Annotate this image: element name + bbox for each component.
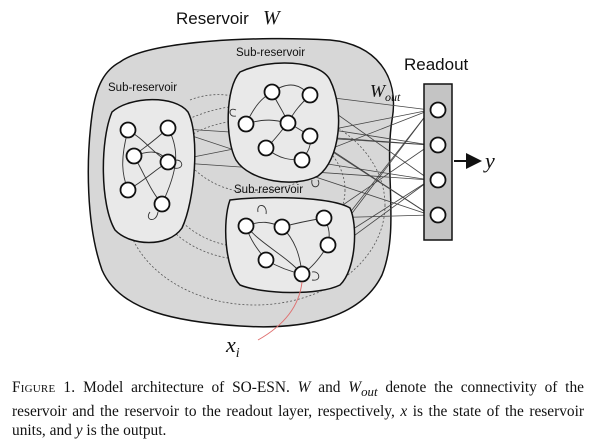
readout-node-2	[429, 136, 447, 154]
reservoir-title: Reservoir	[176, 9, 249, 28]
node-left-2	[159, 119, 177, 137]
caption-y: y	[75, 422, 83, 440]
node-top-7	[293, 151, 311, 169]
reservoir-title-symbol: W	[263, 7, 282, 29]
node-bottom-3	[315, 209, 333, 227]
node-left-6	[153, 195, 171, 213]
readout-node-1	[429, 101, 447, 119]
caption-x: x	[400, 403, 408, 421]
caption-figure-label: Figure 1.	[12, 379, 76, 396]
node-bottom-1	[237, 217, 255, 235]
sub-reservoir-top-label: Sub-reservoir	[236, 47, 305, 59]
reservoir-nodes	[119, 83, 337, 283]
node-bottom-2	[273, 218, 291, 236]
w-out-base: W	[370, 81, 387, 101]
sub-reservoir-left-blob	[102, 98, 196, 244]
internal-connections	[122, 84, 330, 281]
caption-t5: is the output.	[86, 422, 167, 440]
caption-w: W	[297, 379, 311, 396]
output-symbol: y	[483, 148, 495, 173]
w-out-label: Wout	[370, 81, 401, 104]
input-sub: i	[236, 346, 240, 361]
input-base: x	[225, 332, 236, 357]
links-bottom	[245, 217, 330, 275]
node-top-2	[301, 86, 319, 104]
node-top-3	[237, 115, 255, 133]
caption-w-out: Wout	[348, 379, 378, 400]
sub-reservoir-bottom-label: Sub-reservoir	[234, 184, 303, 196]
node-bottom-4	[319, 236, 337, 254]
node-top-4	[279, 114, 297, 132]
node-top-1	[263, 83, 281, 101]
node-bottom-5	[257, 251, 275, 269]
caption-t2: and	[318, 379, 341, 396]
w-out-sub: out	[385, 90, 401, 104]
node-top-6	[257, 139, 275, 157]
input-symbol: xi	[225, 332, 240, 361]
node-left-5	[119, 181, 137, 199]
node-bottom-6	[293, 265, 311, 283]
node-top-5	[301, 127, 319, 145]
figure-caption: Figure 1. Model architecture of SO-ESN. …	[12, 378, 584, 440]
caption-t1: Model architecture of SO-ESN.	[83, 379, 290, 396]
self-loops	[147, 108, 320, 281]
caption-w-out-base: W	[348, 379, 362, 396]
sub-reservoir-left-label: Sub-reservoir	[108, 82, 177, 94]
input-line	[257, 281, 303, 341]
readout-nodes	[429, 101, 447, 224]
node-left-3	[125, 147, 143, 165]
node-left-4	[159, 153, 177, 171]
caption-w-out-sub: out	[361, 385, 378, 400]
readout-label: Readout	[404, 55, 469, 74]
node-left-1	[119, 121, 137, 139]
readout-node-3	[429, 171, 447, 189]
caption-t3: denote the connectivity of the reservoir…	[12, 379, 584, 421]
links-left	[122, 127, 177, 205]
caption-t4: is the state of the reservoir units, and	[12, 403, 585, 440]
links-top	[245, 84, 311, 161]
readout-node-4	[429, 206, 447, 224]
